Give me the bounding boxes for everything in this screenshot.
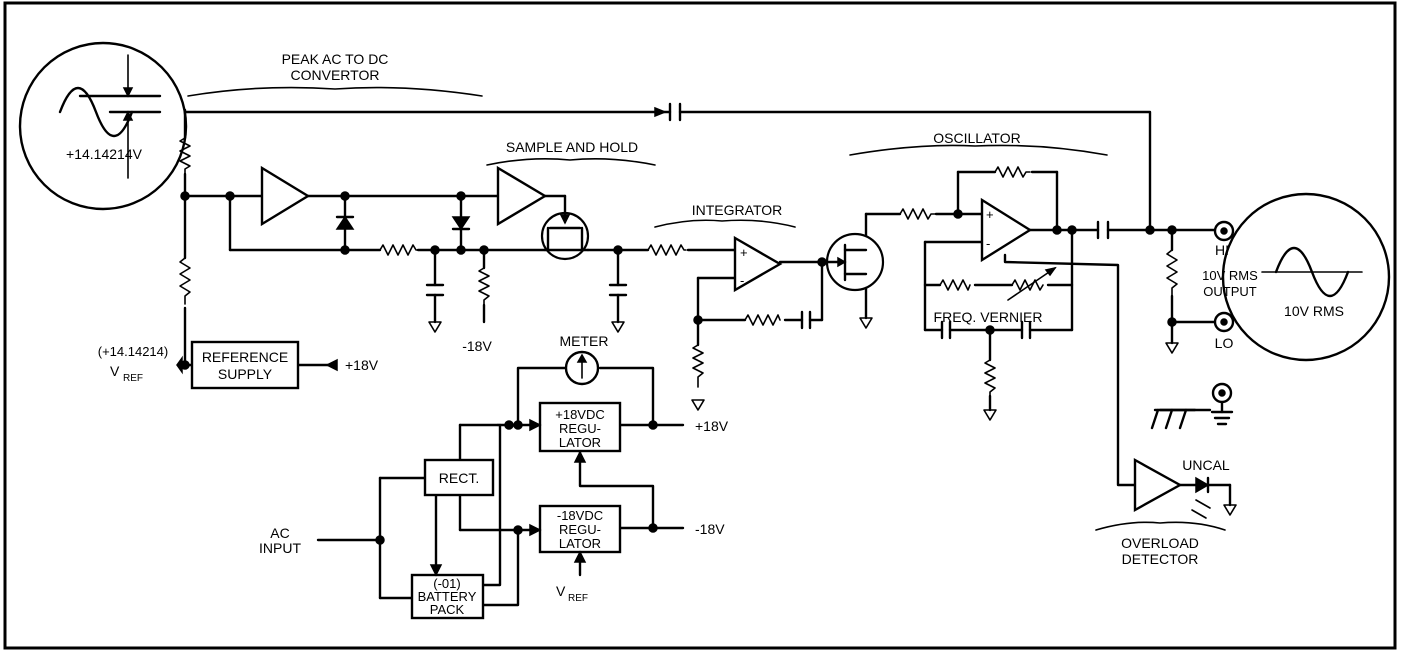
minus18-bias-label: -18V: [462, 338, 492, 354]
ground-symbols: [428, 317, 1237, 516]
output-terminals: [1211, 220, 1235, 404]
overload-label-1: OVERLOAD: [1121, 535, 1199, 551]
rect-label: RECT.: [439, 470, 479, 486]
diagram-frame: [3, 1, 1397, 650]
oscillator-minus: -: [986, 236, 990, 251]
pos-reg-label-1: +18VDC: [555, 407, 605, 422]
battery-label-2: BATTERY: [418, 589, 477, 604]
oscillator-plus: +: [986, 207, 994, 222]
vref-value-label: (+14.14214): [98, 344, 168, 359]
pos-reg-label-2: REGU-: [559, 421, 601, 436]
output-wave-label: 10V RMS: [1284, 303, 1344, 319]
vref-label: V: [110, 363, 120, 379]
neg-reg-label-2: REGU-: [559, 522, 601, 537]
battery-label-3: PACK: [430, 602, 465, 617]
peak-waveform-circle: [18, 41, 188, 211]
diodes: [335, 215, 1210, 494]
lo-label: LO: [1215, 335, 1234, 351]
uncal-light-arrows: [1191, 499, 1211, 519]
neg-reg-output-label: -18V: [695, 521, 725, 537]
hi-label: HI: [1215, 242, 1229, 258]
freq-vernier-label: FREQ. VERNIER: [934, 309, 1043, 325]
wiring: [183, 108, 1232, 607]
battery-pack-box: [410, 573, 485, 620]
oscillator-label: OSCILLATOR: [933, 130, 1020, 146]
pos-reg-output-label: +18V: [695, 418, 729, 434]
resistors: [179, 137, 1178, 397]
output-waveform-circle: [1221, 192, 1391, 362]
neg-reg-label-3: LATOR: [559, 536, 601, 551]
integrator-label: INTEGRATOR: [692, 202, 783, 218]
reference-supply-label-1: REFERENCE: [202, 349, 288, 365]
meter: [564, 350, 600, 386]
vref-sub-label: REF: [123, 373, 143, 384]
uncal-label: UNCAL: [1182, 457, 1230, 473]
meter-label: METER: [560, 333, 609, 349]
ac-input-label-2: INPUT: [259, 540, 301, 556]
rect-box: [423, 458, 495, 497]
vref-reg-sub-label: REF: [568, 593, 588, 604]
reference-supply-label-2: SUPPLY: [218, 366, 273, 382]
sample-hold-label: SAMPLE AND HOLD: [506, 139, 638, 155]
ref-plus18-label: +18V: [345, 357, 379, 373]
neg-regulator-box: [538, 504, 622, 554]
transistors: [540, 211, 885, 292]
junction-dots: [180, 191, 1177, 545]
battery-label-1: (-01): [433, 576, 460, 591]
amplifiers: + - + -: [260, 165, 1183, 513]
neg-reg-label-1: -18VDC: [557, 508, 603, 523]
power-arrows: [176, 355, 587, 577]
integrator-minus: -: [740, 273, 744, 288]
ac-input-label-1: AC: [270, 525, 289, 541]
integrator-plus: +: [740, 245, 748, 260]
peak-converter-label-2: CONVERTOR: [291, 67, 380, 83]
overload-label-2: DETECTOR: [1122, 551, 1199, 567]
pos-reg-label-3: LATOR: [559, 435, 601, 450]
title-braces: [187, 86, 1226, 531]
vref-reg-label: V: [556, 583, 566, 599]
capacitors: [425, 102, 1110, 340]
peak-converter-label-1: PEAK AC TO DC: [282, 51, 389, 67]
peak-voltage-label: +14.14214V: [66, 146, 143, 162]
output-label-1: 10V RMS: [1202, 268, 1258, 283]
reference-supply-box: [190, 340, 300, 390]
output-label-2: OUTPUT: [1203, 284, 1257, 299]
